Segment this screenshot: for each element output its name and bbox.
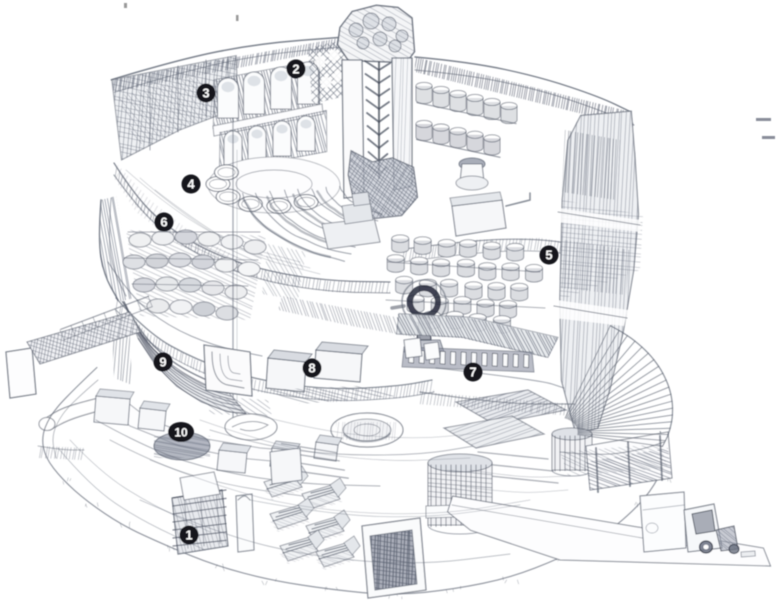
svg-text:6: 6 (160, 215, 167, 230)
svg-text:2: 2 (292, 62, 299, 77)
svg-text:4: 4 (187, 177, 195, 192)
svg-text:5: 5 (545, 248, 552, 263)
svg-text:3: 3 (202, 86, 209, 101)
svg-text:7: 7 (469, 365, 476, 380)
svg-text:10: 10 (174, 425, 188, 439)
svg-text:8: 8 (308, 361, 315, 376)
svg-text:1: 1 (185, 528, 192, 543)
svg-text:9: 9 (159, 355, 166, 370)
